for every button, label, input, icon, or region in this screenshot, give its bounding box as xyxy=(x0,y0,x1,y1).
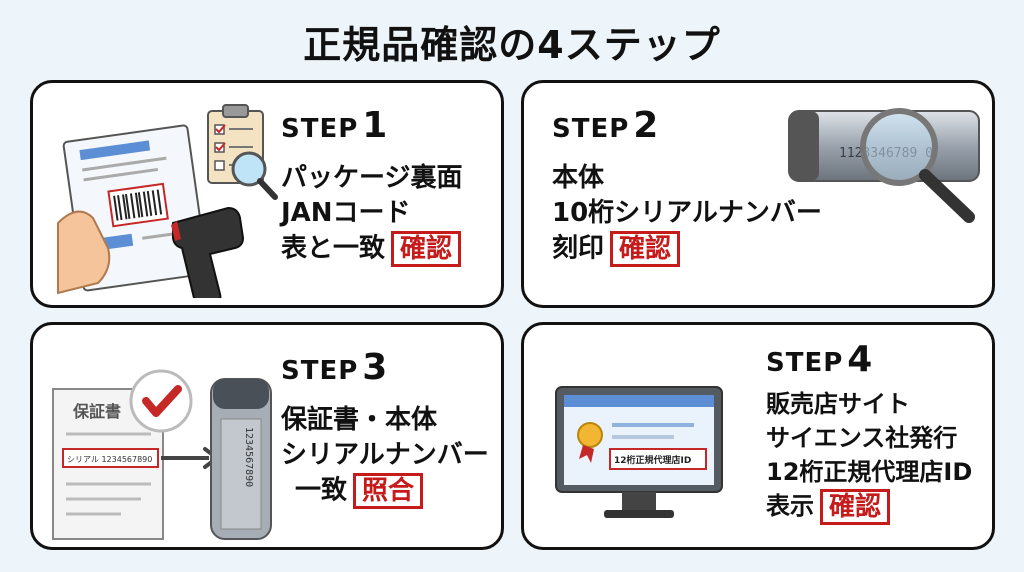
warranty-title: 保証書 xyxy=(72,402,121,421)
step-4-line-3: 12桁正規代理店ID xyxy=(766,458,973,486)
magnifier-icon xyxy=(860,108,975,223)
device-body xyxy=(210,378,272,540)
verify-stamp: 照合 xyxy=(353,473,424,509)
retailer-id-label: 12桁正規代理店ID xyxy=(614,454,691,466)
step-3-line-2: シリアルナンバー xyxy=(281,440,489,470)
step-2-line-3: 刻印確認 xyxy=(552,231,822,267)
arrow-icon xyxy=(161,447,221,469)
step-label: STEP xyxy=(766,348,844,378)
confirm-stamp: 確認 xyxy=(391,231,462,267)
step-2-line-3-text: 刻印 xyxy=(552,233,605,264)
confirm-stamp: 確認 xyxy=(610,231,681,267)
step-label: STEP xyxy=(281,356,359,386)
step-number: 3 xyxy=(362,347,389,388)
retailer-site-illustration: 12桁正規代理店ID xyxy=(555,386,723,518)
step-3-text: 保証書・本体 シリアルナンバー 一致照合 xyxy=(281,403,489,509)
step-label: STEP xyxy=(552,114,630,144)
step-4-line-2: サイエンス社発行 xyxy=(766,424,958,452)
warranty-comparison-illustration: 保証書 シリアル 1234567890 1234567890 xyxy=(52,369,272,540)
serial-engraving-illustration: 1123346789 0 xyxy=(788,108,980,223)
step-number: 2 xyxy=(633,105,660,146)
magnifier-icon xyxy=(231,151,278,200)
device-serial: 1234567890 xyxy=(243,427,254,487)
checkmark-icon xyxy=(129,369,193,433)
clipboard-icon xyxy=(207,104,264,184)
step-4-line-4-text: 表示 xyxy=(766,492,814,520)
step-2-line-1: 本体 xyxy=(552,163,605,193)
step-2-text: 本体 10桁シリアルナンバー 刻印確認 xyxy=(552,161,822,267)
page-title: 正規品確認の4ステップ xyxy=(303,23,721,67)
barcode-scanner-icon xyxy=(171,206,245,298)
step-2-line-2: 10桁シリアルナンバー xyxy=(552,198,822,228)
step-1-line-1: パッケージ裏面 xyxy=(281,163,463,193)
step-4-line-1: 販売店サイト xyxy=(766,390,910,418)
step-number: 4 xyxy=(847,339,874,380)
award-badge-icon xyxy=(577,422,603,463)
step-1-text: パッケージ裏面 JANコード 表と一致確認 xyxy=(281,161,462,267)
step-1-line-3: 表と一致確認 xyxy=(281,231,462,267)
step-1-line-2: JANコード xyxy=(281,198,411,228)
step-1-line-3-text: 表と一致 xyxy=(281,233,386,264)
warranty-serial: シリアル 1234567890 xyxy=(67,455,152,464)
step-3-line-3-text: 一致 xyxy=(295,475,348,506)
step-label: STEP xyxy=(281,114,359,144)
step-number: 1 xyxy=(362,105,389,146)
step-3-line-1: 保証書・本体 xyxy=(281,405,438,435)
step-3-line-3: 一致照合 xyxy=(281,473,489,509)
jan-barcode-scan-illustration xyxy=(57,104,278,298)
step-4-text: 販売店サイト サイエンス社発行 12桁正規代理店ID 表示確認 xyxy=(766,387,972,525)
confirm-stamp: 確認 xyxy=(820,489,891,525)
step-4-line-4: 表示確認 xyxy=(766,489,972,525)
hand-icon xyxy=(57,210,111,295)
